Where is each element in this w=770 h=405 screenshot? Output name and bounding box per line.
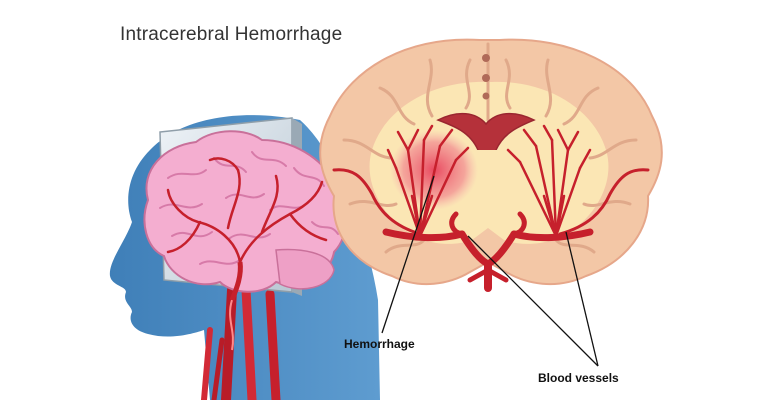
neck-arteries	[201, 285, 281, 405]
blood-vessels-label: Blood vessels	[538, 371, 619, 385]
base-arteries	[382, 211, 594, 292]
blood-vessels-leader-1	[467, 235, 599, 367]
blood-vessels-leader-2	[565, 231, 599, 367]
right-vessel-tree	[506, 124, 592, 238]
coronal-section	[319, 38, 663, 292]
pink-brain	[143, 130, 348, 301]
left-vessel-tree	[386, 124, 470, 238]
hemorrhage-label: Hemorrhage	[344, 337, 415, 351]
diagram-title: Intracerebral Hemorrhage	[120, 24, 343, 45]
hemorrhage-leader	[381, 175, 435, 334]
midline-marks	[482, 54, 490, 100]
leader-lines	[381, 175, 599, 367]
